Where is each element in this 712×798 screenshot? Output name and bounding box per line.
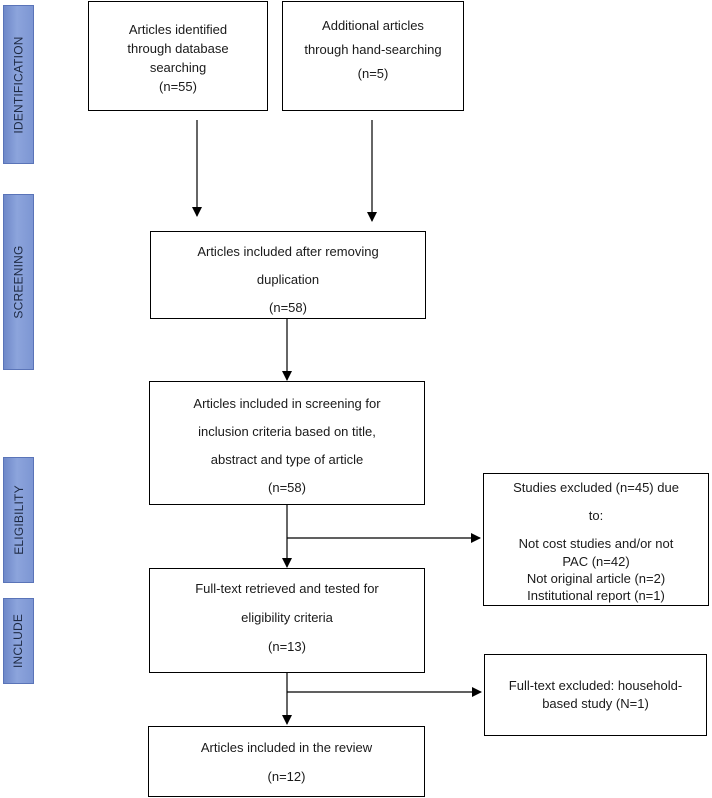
box-count: (n=58)	[269, 300, 307, 315]
box-hand-search: Additional articles through hand-searchi…	[282, 1, 464, 111]
stage-identification: IDENTIFICATION	[3, 5, 34, 164]
box-text: abstract and type of article	[210, 452, 364, 467]
stage-eligibility: ELIGIBILITY	[3, 457, 34, 583]
box-text: Articles identified	[128, 22, 228, 37]
box-excluded-studies: Studies excluded (n=45) due to: Not cost…	[483, 473, 709, 606]
box-count: (n=55)	[159, 79, 197, 94]
box-text: Not cost studies and/or not	[518, 536, 674, 551]
box-text: Additional articles	[322, 18, 424, 33]
box-text: searching	[149, 60, 207, 75]
box-text: eligibility criteria	[241, 610, 333, 625]
box-count: (n=5)	[357, 66, 389, 81]
box-text: Not original article (n=2)	[526, 571, 666, 586]
box-text: based study (N=1)	[542, 696, 649, 711]
box-text: Articles included in the review	[200, 740, 373, 755]
box-fulltext-retrieved: Full-text retrieved and tested for eligi…	[149, 568, 425, 673]
box-count: (n=58)	[268, 480, 306, 495]
box-database-search: Articles identified through database sea…	[88, 1, 268, 111]
box-text: duplication	[256, 272, 320, 287]
box-included-review: Articles included in the review (n=12)	[148, 726, 425, 797]
box-excluded-fulltext: Full-text excluded: household- based stu…	[484, 654, 707, 736]
box-text: Institutional report (n=1)	[527, 588, 665, 603]
box-text: Studies excluded (n=45) due	[513, 480, 679, 495]
box-count: (n=12)	[267, 769, 306, 784]
box-text: inclusion criteria based on title,	[198, 424, 376, 439]
box-text: through hand-searching	[304, 42, 442, 57]
box-text: Full-text excluded: household-	[508, 678, 683, 693]
box-screening: Articles included in screening for inclu…	[149, 381, 425, 505]
box-count: (n=13)	[268, 639, 306, 654]
box-text: through database	[127, 41, 229, 56]
box-text: Articles included after removing	[197, 244, 379, 259]
box-text: Full-text retrieved and tested for	[195, 581, 379, 596]
box-after-deduplication: Articles included after removing duplica…	[150, 231, 426, 319]
box-text: to:	[588, 508, 604, 523]
box-text: Articles included in screening for	[193, 396, 381, 411]
stage-include: INCLUDE	[3, 598, 34, 684]
stage-screening: SCREENING	[3, 194, 34, 370]
box-text: PAC (n=42)	[562, 554, 630, 569]
